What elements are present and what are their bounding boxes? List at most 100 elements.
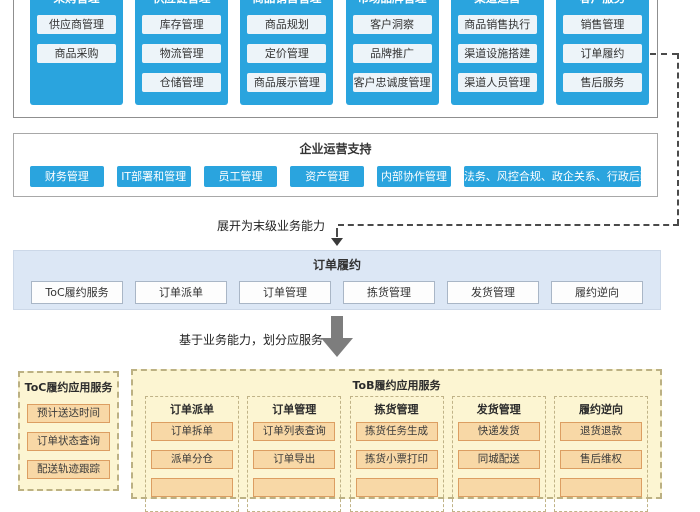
capability-column-items: 商品销售执行 渠道设施搭建 渠道人员管理: [451, 15, 544, 92]
order-fulfillment-item: ToC履约服务: [31, 281, 123, 304]
tob-service-group-items: 订单拆单 派单分仓: [146, 422, 238, 497]
capability-item: 仓储管理: [142, 73, 222, 92]
capability-item: 售后服务: [562, 73, 642, 92]
tob-service-group: 拣货管理 拣货任务生成 拣货小票打印: [349, 396, 444, 512]
operations-support-item: 员工管理: [203, 166, 278, 187]
capability-item: 商品展示管理: [247, 73, 327, 92]
capability-item: 定价管理: [247, 44, 327, 63]
capability-item: 商品采购: [37, 44, 116, 63]
capability-columns: 采购管理 供应商管理 商品采购 供应链管理 库存管理 物流管理: [30, 0, 649, 105]
tob-service-item: [355, 478, 438, 497]
order-fulfillment-item: 履约逆向: [551, 281, 643, 304]
tob-service-item: 订单导出: [253, 450, 336, 469]
divide-services-label: 基于业务能力，划分应服务: [178, 333, 323, 347]
capability-column: 客户服务 销售管理 订单履约 售后服务: [555, 0, 649, 105]
tob-service-group-items: 快递发货 同城配送: [453, 422, 545, 497]
tob-service-item: 拣货任务生成: [355, 422, 438, 441]
tob-service-item: 派单分仓: [151, 450, 233, 469]
capability-item: 库存管理: [142, 15, 222, 34]
capability-map-container: 采购管理 供应商管理 商品采购 供应链管理 库存管理 物流管理: [13, 0, 658, 118]
capability-item: 销售管理: [562, 15, 642, 34]
capability-column-items: 供应商管理 商品采购: [30, 15, 123, 63]
tob-service-group-items: 订单列表查询 订单导出: [248, 422, 340, 497]
tob-service-group-title: 订单派单: [170, 403, 214, 416]
capability-item: 渠道设施搭建: [457, 44, 537, 63]
operations-support-item: 法务、风控合规、政企关系、行政后勤等: [463, 166, 641, 187]
operations-support-container: 企业运营支持 财务管理 IT部署和管理 员工管理 资产管理 内部协作管理 法务、…: [13, 133, 658, 197]
order-fulfillment-item: 拣货管理: [343, 281, 435, 304]
toc-service-item: 订单状态查询: [27, 432, 110, 451]
big-down-arrow-shaft: [331, 316, 343, 340]
big-down-arrow-icon: [321, 338, 353, 357]
capability-column-items: 商品规划 定价管理 商品展示管理: [240, 15, 333, 92]
tob-services-container: ToB履约应用服务 订单派单 订单拆单 派单分仓 订单管理: [131, 369, 662, 512]
tob-service-group-title: 发货管理: [476, 403, 521, 416]
tob-service-group-title: 订单管理: [272, 403, 317, 416]
capability-column-items: 销售管理 订单履约 售后服务: [556, 15, 649, 92]
order-fulfillment-item: 订单管理: [239, 281, 331, 304]
operations-support-item: 财务管理: [30, 166, 104, 187]
dashed-connector-down: [677, 53, 679, 225]
capability-column: 渠道运营 商品销售执行 渠道设施搭建 渠道人员管理: [450, 0, 544, 105]
tob-service-item: 售后维权: [560, 450, 642, 469]
tob-service-item: 退货退款: [560, 422, 642, 441]
order-fulfillment-title: 订单履约: [312, 258, 361, 272]
operations-support-item: IT部署和管理: [116, 166, 191, 187]
operations-support-item: 资产管理: [290, 166, 365, 187]
capability-item: 客户洞察: [352, 15, 432, 34]
tob-services-title: ToB履约应用服务: [352, 379, 441, 392]
tob-service-group: 履约逆向 退货退款 售后维权: [554, 396, 648, 512]
capability-item: 订单履约: [562, 44, 642, 63]
toc-services-items: 预计送达时间 订单状态查询 配送轨迹跟踪: [20, 404, 117, 479]
tob-service-item: [457, 478, 540, 497]
capability-item: 商品销售执行: [457, 15, 537, 34]
tob-service-item: [253, 478, 336, 497]
expand-capability-label: 展开为末级业务能力: [216, 219, 325, 233]
tob-service-group: 订单派单 订单拆单 派单分仓: [145, 396, 239, 512]
capability-item: 供应商管理: [37, 15, 116, 34]
order-fulfillment-container: 订单履约 ToC履约服务 订单派单 订单管理 拣货管理 发货管理 履约逆向: [13, 250, 661, 310]
tob-service-item: [560, 478, 642, 497]
operations-support-item: 内部协作管理: [377, 166, 451, 187]
operations-support-items: 财务管理 IT部署和管理 员工管理 资产管理 内部协作管理 法务、风控合规、政企…: [14, 166, 657, 187]
tob-service-item: 拣货小票打印: [355, 450, 438, 469]
capability-column: 市场品牌管理 客户洞察 品牌推广 客户忠诚度管理: [345, 0, 439, 105]
tob-service-group: 发货管理 快递发货 同城配送: [451, 396, 546, 512]
tob-service-item: 订单列表查询: [253, 422, 336, 441]
capability-column-items: 客户洞察 品牌推广 客户忠诚度管理: [346, 15, 439, 92]
tob-service-item: 订单拆单: [151, 422, 233, 441]
capability-column-title: 供应链管理: [135, 0, 228, 5]
capability-column-title: 客户服务: [556, 0, 649, 5]
capability-column-title: 采购管理: [30, 0, 123, 5]
dashed-arrow-down-icon: [331, 238, 343, 246]
capability-item: 物流管理: [142, 44, 222, 63]
capability-item: 渠道人员管理: [457, 73, 537, 92]
capability-item: 客户忠诚度管理: [352, 73, 432, 92]
capability-column: 供应链管理 库存管理 物流管理 仓储管理: [135, 0, 229, 105]
toc-services-container: ToC履约应用服务 预计送达时间 订单状态查询 配送轨迹跟踪: [18, 371, 119, 491]
tob-service-group: 订单管理 订单列表查询 订单导出: [247, 396, 342, 512]
tob-service-item: [151, 478, 233, 497]
capability-column-title: 渠道运营: [451, 0, 544, 5]
tob-service-item: 同城配送: [457, 450, 540, 469]
capability-column-title: 市场品牌管理: [346, 0, 439, 5]
tob-service-group-items: 拣货任务生成 拣货小票打印: [351, 422, 443, 497]
capability-item: 品牌推广: [352, 44, 432, 63]
order-fulfillment-item: 发货管理: [447, 281, 539, 304]
dashed-connector-left: [338, 224, 679, 226]
order-fulfillment-item: 订单派单: [135, 281, 227, 304]
tob-service-group-items: 退货退款 售后维权: [555, 422, 647, 497]
tob-service-group-title: 拣货管理: [374, 403, 419, 416]
dashed-connector-right: [650, 53, 678, 55]
capability-column: 商品销售管理 商品规划 定价管理 商品展示管理: [240, 0, 334, 105]
order-fulfillment-items: ToC履约服务 订单派单 订单管理 拣货管理 发货管理 履约逆向: [14, 281, 660, 304]
capability-column-items: 库存管理 物流管理 仓储管理: [135, 15, 228, 92]
capability-item: 商品规划: [247, 15, 327, 34]
toc-service-item: 预计送达时间: [27, 404, 110, 423]
dashed-connector-stub: [336, 228, 338, 237]
tob-service-group-title: 履约逆向: [579, 403, 623, 416]
capability-column: 采购管理 供应商管理 商品采购: [30, 0, 123, 105]
capability-column-title: 商品销售管理: [240, 0, 333, 5]
tob-service-groups: 订单派单 订单拆单 派单分仓 订单管理 订单列表查询: [133, 396, 660, 512]
operations-support-title: 企业运营支持: [299, 142, 372, 156]
